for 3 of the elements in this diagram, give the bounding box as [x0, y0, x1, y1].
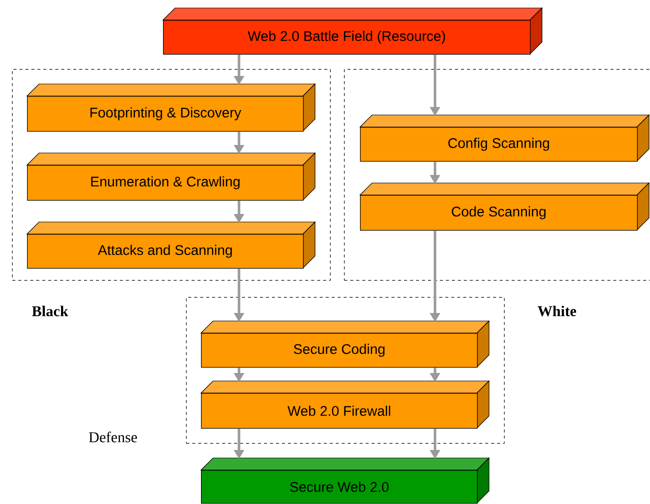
group-label: Defense: [88, 432, 137, 442]
group-label: Black: [32, 306, 68, 316]
group-label: White: [538, 306, 576, 316]
